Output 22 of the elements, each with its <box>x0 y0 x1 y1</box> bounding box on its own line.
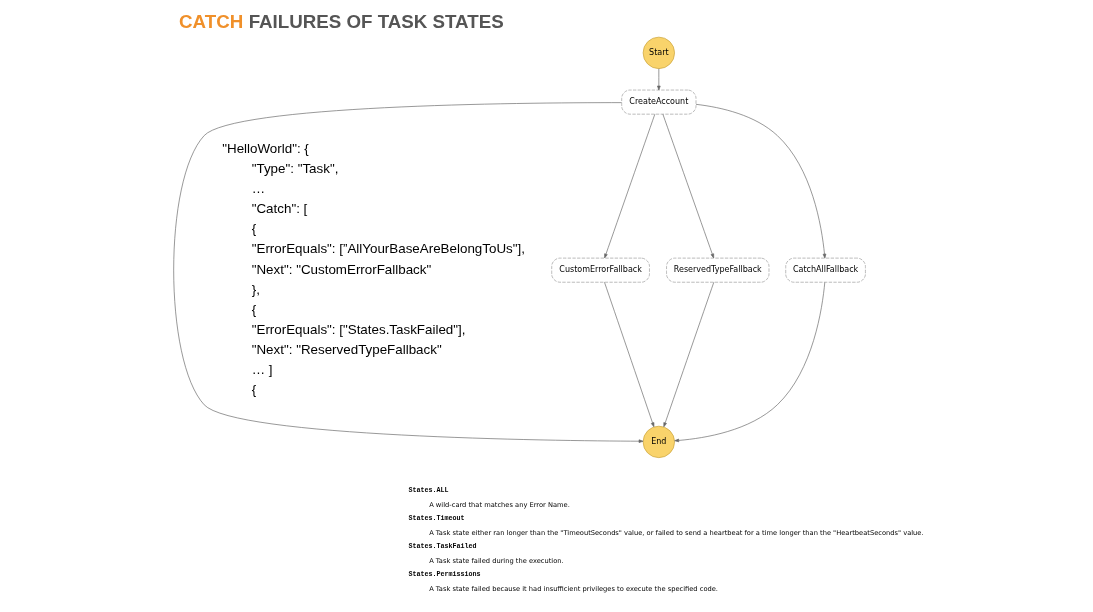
arrow <box>695 104 826 259</box>
label: "HelloWorld": { <box>221 141 309 156</box>
label: }, <box>251 281 260 297</box>
label: "Next": "CustomErrorFallback" <box>251 261 431 277</box>
label: "Type": "Task", <box>251 161 338 177</box>
label: … ] <box>251 361 273 377</box>
arrow <box>662 113 714 259</box>
label: "ErrorEquals": [”AllYourBaseAreBelongToUs"], <box>251 241 525 257</box>
label: "ErrorEquals": ["States.TaskFailed"], <box>251 321 465 337</box>
label: { <box>251 221 256 237</box>
label: … <box>251 181 265 197</box>
label: "Catch": [ <box>251 201 307 217</box>
label: { <box>251 382 256 398</box>
arrow <box>656 68 661 91</box>
arrow <box>603 113 655 259</box>
arrow <box>172 102 643 443</box>
arrow <box>673 282 825 443</box>
arrow <box>603 281 654 428</box>
label: { <box>251 301 256 317</box>
label: "Next": "ReservedTypeFallback" <box>251 341 442 357</box>
arrow <box>663 281 714 428</box>
diagram-title: CATCH FAILURES OF TASK STATES <box>178 11 504 33</box>
